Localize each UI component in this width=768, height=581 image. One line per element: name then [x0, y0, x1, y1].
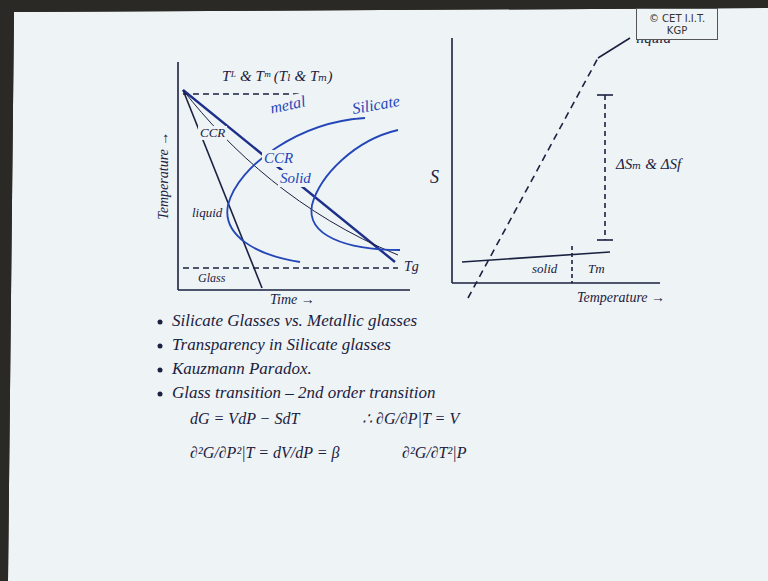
- bullets: [158, 320, 163, 397]
- metal-c-curve: [227, 118, 365, 262]
- bullet: [158, 344, 163, 349]
- note-text: ∂²G/∂P²|T = dV/dP = β: [188, 444, 341, 462]
- note-text: ΔSₘ & ΔSf: [614, 156, 683, 173]
- tick: [597, 239, 613, 241]
- bullet: [158, 320, 163, 325]
- axis: [177, 62, 179, 290]
- note-text: Kauzmann Paradox.: [170, 360, 314, 379]
- note-text: Glass: [196, 272, 227, 285]
- tm-line: [183, 93, 300, 95]
- axis: [178, 289, 410, 291]
- note-text: ∂²G/∂T²|P: [400, 444, 468, 462]
- liquid-line: [598, 38, 630, 58]
- tg-line: [183, 267, 398, 269]
- note-text: Glass transition – 2nd order transition: [170, 384, 437, 403]
- note-text: ∴ ∂G/∂P|T = V: [360, 410, 461, 428]
- note-text: dG = VdP − SdT: [188, 410, 301, 428]
- note-text: CCR: [198, 126, 227, 140]
- liquid-extrapolation: [468, 58, 598, 298]
- bullet: [158, 392, 163, 397]
- note-text: liquid: [190, 206, 224, 220]
- cooling-line: [183, 90, 262, 288]
- tick: [597, 94, 613, 96]
- axis: [452, 282, 660, 284]
- bullet: [158, 368, 163, 373]
- delta-s-bar: [604, 95, 606, 240]
- note-text: Temperature →: [575, 290, 667, 305]
- note-text: Transparency in Silicate glasses: [170, 336, 393, 355]
- paper: [8, 8, 768, 581]
- solid-line: [462, 252, 610, 262]
- copyright-stamp: © CET I.I.T. KGP: [636, 8, 718, 40]
- note-text: solid: [530, 262, 559, 276]
- note-text: CCR: [262, 150, 295, 167]
- note-text: Temperature →: [156, 130, 171, 222]
- note-text: S: [428, 168, 441, 188]
- silicate-c-curve: [311, 130, 400, 250]
- note-text: Tᴸ & Tᵐ (Tₗ & Tₘ): [220, 68, 335, 85]
- note-text: Tg: [402, 259, 421, 274]
- note-text: Tm: [586, 262, 607, 276]
- axis: [451, 38, 453, 283]
- note-text: Time →: [268, 292, 317, 307]
- tm-line: [571, 246, 573, 283]
- ttt-plot: [178, 62, 410, 290]
- stamp-text: © CET I.I.T. KGP: [641, 13, 713, 37]
- note-text: Solid: [278, 170, 313, 187]
- note-text: Silicate Glasses vs. Metallic glasses: [170, 312, 419, 331]
